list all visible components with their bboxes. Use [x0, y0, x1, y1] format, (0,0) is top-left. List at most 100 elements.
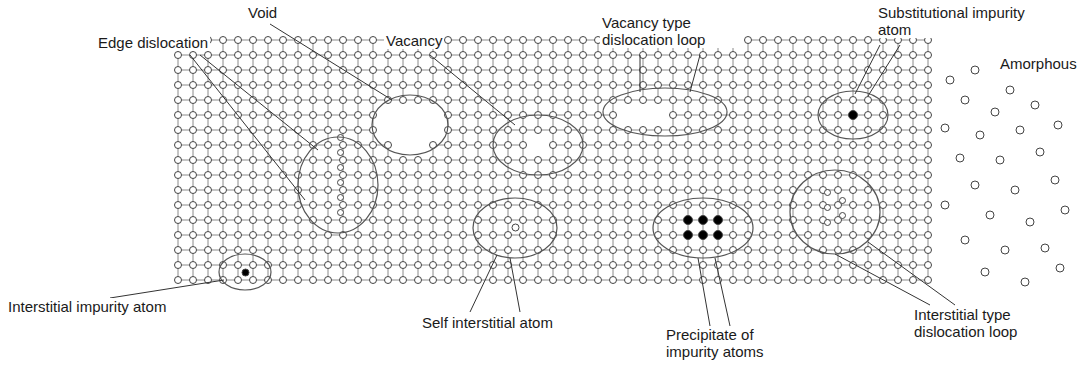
atom	[505, 82, 512, 89]
atom	[250, 112, 257, 119]
atom	[190, 112, 197, 119]
atom	[295, 52, 302, 59]
atom	[775, 37, 782, 44]
atom	[475, 37, 482, 44]
atom	[340, 82, 347, 89]
atom	[835, 52, 842, 59]
atom	[220, 127, 227, 134]
atom	[790, 127, 797, 134]
atom	[325, 112, 332, 119]
atom	[565, 142, 572, 149]
atom	[355, 67, 362, 74]
atom	[490, 127, 497, 134]
atom	[790, 37, 797, 44]
atom	[760, 52, 767, 59]
atom	[490, 37, 497, 44]
atom	[460, 112, 467, 119]
atom	[415, 97, 422, 104]
atom	[265, 52, 272, 59]
atom	[760, 67, 767, 74]
atom	[370, 142, 377, 149]
atom	[685, 97, 692, 104]
atom	[520, 127, 527, 134]
atom	[775, 67, 782, 74]
atom	[325, 127, 332, 134]
atom	[520, 52, 527, 59]
atom	[595, 52, 602, 59]
atom	[835, 82, 842, 89]
atom	[580, 37, 587, 44]
atom	[250, 67, 257, 74]
atom	[880, 82, 887, 89]
atom	[280, 127, 287, 134]
atom	[415, 82, 422, 89]
atom	[520, 142, 527, 149]
atom	[715, 67, 722, 74]
atom	[355, 52, 362, 59]
atom	[400, 52, 407, 59]
atom	[175, 82, 182, 89]
atom	[805, 112, 812, 119]
atom	[640, 97, 647, 104]
atom	[175, 127, 182, 134]
atom	[280, 52, 287, 59]
atom	[835, 112, 842, 119]
atom	[295, 112, 302, 119]
atom	[460, 37, 467, 44]
atom	[220, 67, 227, 74]
atom	[775, 127, 782, 134]
atom	[595, 67, 602, 74]
atom	[235, 97, 242, 104]
atom	[280, 97, 287, 104]
atom	[175, 67, 182, 74]
atom	[295, 142, 302, 149]
atom	[250, 37, 257, 44]
atom	[565, 37, 572, 44]
atom	[640, 82, 647, 89]
atom	[865, 52, 872, 59]
atom	[310, 112, 317, 119]
atom	[445, 82, 452, 89]
atom	[190, 82, 197, 89]
atom	[550, 127, 557, 134]
atom	[685, 82, 692, 89]
atom	[670, 52, 677, 59]
atom	[265, 142, 272, 149]
atom	[745, 52, 752, 59]
atom	[790, 67, 797, 74]
atom	[655, 97, 662, 104]
atom	[370, 82, 377, 89]
atom	[565, 127, 572, 134]
atom	[175, 112, 182, 119]
atom	[475, 52, 482, 59]
atom	[370, 67, 377, 74]
atom	[895, 67, 902, 74]
atom	[715, 52, 722, 59]
atom	[925, 127, 932, 134]
atom	[340, 127, 347, 134]
atom	[745, 97, 752, 104]
atom	[520, 82, 527, 89]
atom	[910, 67, 917, 74]
atom	[745, 67, 752, 74]
atom	[265, 97, 272, 104]
atom	[655, 82, 662, 89]
lattice-bonds	[178, 40, 928, 280]
atom	[580, 82, 587, 89]
atom	[310, 37, 317, 44]
atom	[760, 112, 767, 119]
atom	[295, 82, 302, 89]
atom	[445, 52, 452, 59]
atom	[820, 67, 827, 74]
atom	[745, 82, 752, 89]
atom	[490, 52, 497, 59]
atom	[340, 142, 347, 149]
atom	[655, 52, 662, 59]
atom	[355, 112, 362, 119]
atom	[265, 82, 272, 89]
atom	[760, 82, 767, 89]
atom	[685, 52, 692, 59]
atom	[490, 82, 497, 89]
atom	[595, 97, 602, 104]
atom	[190, 142, 197, 149]
